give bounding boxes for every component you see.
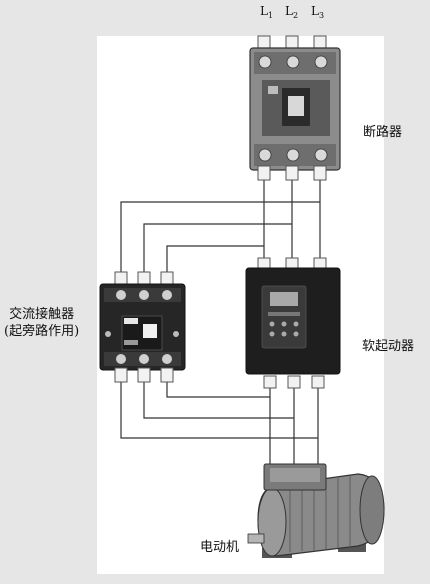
circuit-breaker xyxy=(249,35,341,181)
soft-starter xyxy=(245,257,341,389)
ac-contactor xyxy=(99,271,186,383)
motor-label: 电动机 xyxy=(200,540,240,555)
electric-motor xyxy=(247,463,385,558)
wire-contactor-to-motor-3 xyxy=(166,378,270,398)
soft-starter-label: 软起动器 xyxy=(362,339,415,354)
wire-contactor-to-motor-1 xyxy=(120,378,318,439)
wire-breaker-to-contactor-1 xyxy=(120,201,320,282)
contactor-label: 交流接触器 (起旁路作用) xyxy=(4,306,79,340)
phase-label-l1: L1 xyxy=(260,4,274,20)
wire-breaker-to-contactor-2 xyxy=(143,223,292,282)
wire-breaker-to-contactor-3 xyxy=(166,245,264,282)
phase-label-l3: L3 xyxy=(311,4,325,20)
wire-contactor-to-motor-2 xyxy=(143,378,294,419)
phase-label-l2: L2 xyxy=(285,4,299,20)
breaker-label: 断路器 xyxy=(363,125,403,140)
contactor-label-line1: 交流接触器 xyxy=(9,307,75,322)
contactor-label-line2: (起旁路作用) xyxy=(4,324,80,339)
wiring xyxy=(120,176,321,466)
